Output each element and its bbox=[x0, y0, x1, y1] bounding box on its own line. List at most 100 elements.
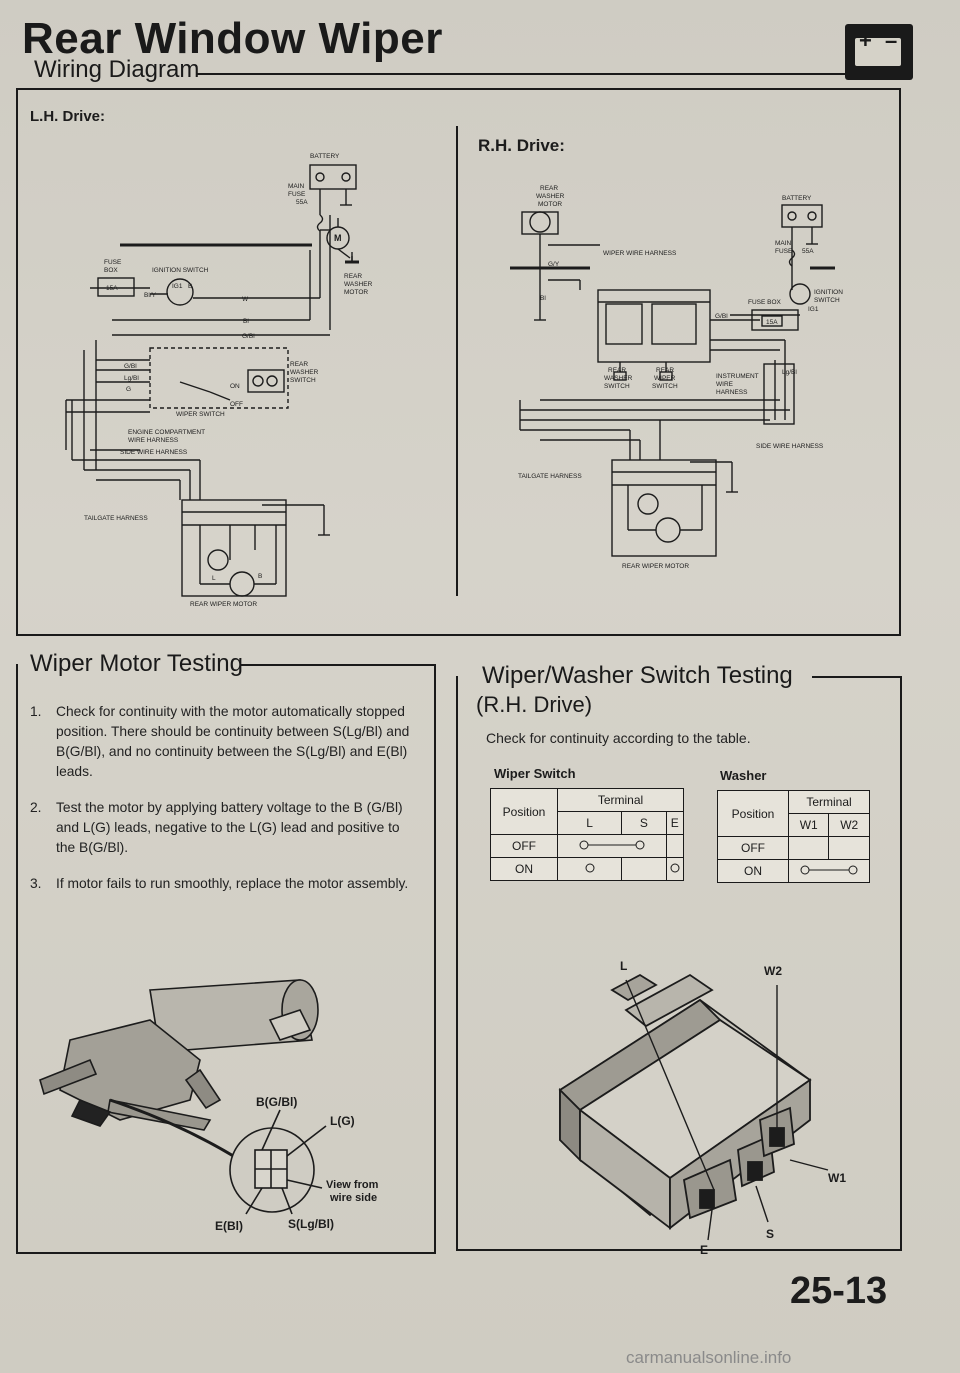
rh-rear-wiper-motor-label: REAR WIPER MOTOR bbox=[622, 563, 689, 570]
rh-instrument-harness-label2: WIRE bbox=[716, 381, 734, 388]
switch-callout-w1: W1 bbox=[828, 1171, 846, 1185]
rh-instrument-harness-label: INSTRUMENT bbox=[716, 373, 759, 380]
continuity-l-s bbox=[557, 834, 667, 858]
continuity-w1-w2 bbox=[788, 859, 870, 883]
rh-rear-wiper-switch-label3: SWITCH bbox=[652, 383, 678, 390]
rh-instrument-harness-label3: HARNESS bbox=[716, 389, 748, 396]
switch-testing-box bbox=[456, 676, 902, 1251]
lh-tailgate-harness-label: TAILGATE HARNESS bbox=[84, 515, 148, 522]
connector-view-label2: wire side bbox=[329, 1192, 377, 1204]
lh-fuse-rating: 15A bbox=[106, 285, 118, 292]
rh-washer-motor-symbol bbox=[529, 211, 551, 233]
washer-heading: Washer bbox=[720, 768, 767, 783]
lh-rear-washer-switch-label3: SWITCH bbox=[290, 377, 316, 384]
wiring-diagram-frame bbox=[16, 88, 901, 636]
lh-b: B bbox=[188, 283, 192, 290]
table-row: OFF bbox=[717, 836, 870, 860]
rh-drive-label: R.H. Drive: bbox=[478, 136, 565, 155]
lh-on: ON bbox=[230, 383, 240, 390]
rh-rear-wiper-switch-label2: WIPER bbox=[654, 375, 676, 382]
switch-testing-intro: Check for continuity according to the ta… bbox=[486, 730, 751, 746]
terminal-circle bbox=[585, 863, 595, 872]
step-3: 3.If motor fails to run smoothly, replac… bbox=[30, 876, 409, 891]
lh-side-harness-label: SIDE WIRE HARNESS bbox=[120, 449, 188, 456]
lh-engine-harness-label: ENGINE COMPARTMENT bbox=[128, 429, 205, 436]
switch-illustration bbox=[558, 973, 829, 1241]
rh-main-fuse-label: MAIN bbox=[775, 240, 792, 247]
lh-fuse-box-label2: BOX bbox=[104, 267, 118, 274]
rh-g-y: G/Y bbox=[548, 261, 560, 268]
connector-label-s: S(Lg/Bl) bbox=[288, 1217, 334, 1231]
connector-label-b: B(G/Bl) bbox=[256, 1095, 297, 1109]
lh-main-fuse-label2: FUSE bbox=[288, 191, 306, 198]
rh-ignition-switch-label: IGNITION bbox=[814, 289, 843, 296]
continuity-mark bbox=[579, 840, 645, 849]
rh-washer-motor-label3: MOTOR bbox=[538, 201, 562, 208]
lh-bl: Bl bbox=[243, 318, 249, 325]
rh-main-fuse-rating: 55A bbox=[802, 248, 814, 255]
page-number: 25-13 bbox=[790, 1270, 888, 1312]
lh-rear-wiper-motor-label: REAR WIPER MOTOR bbox=[190, 601, 257, 608]
lh-rear-washer-switch-label2: WASHER bbox=[290, 369, 319, 376]
washer-terminal-header: Terminal bbox=[788, 790, 870, 814]
switch-callout-s: S bbox=[766, 1227, 774, 1241]
switch-testing-title: Wiper/Washer Switch Testing bbox=[482, 662, 793, 689]
lh-fuse-box-label: FUSE bbox=[104, 259, 122, 266]
wiper-col-l: L bbox=[556, 811, 623, 835]
lh-b2: B bbox=[258, 573, 262, 580]
rh-fuse-rating: 15A bbox=[766, 319, 778, 326]
rh-wiper-harness-label: WIPER WIRE HARNESS bbox=[603, 250, 677, 257]
rh-rear-wiper-switch-label: REAR bbox=[656, 367, 674, 374]
lh-ig1: IG1 bbox=[172, 283, 183, 290]
lh-battery-symbol bbox=[309, 164, 357, 190]
rh-side-harness-label: SIDE WIRE HARNESS bbox=[756, 443, 824, 450]
lh-rear-washer-switch-label: REAR bbox=[290, 361, 308, 368]
wiper-motor-testing-box bbox=[16, 664, 436, 1254]
washer-col-w2: W2 bbox=[828, 813, 870, 837]
wmt-title-rule bbox=[240, 664, 436, 666]
switch-testing-subtitle: (R.H. Drive) bbox=[476, 692, 593, 717]
terminal-e-mark bbox=[665, 857, 685, 881]
rh-bl: Bl bbox=[540, 295, 546, 302]
wiper-col-s: S bbox=[621, 811, 667, 835]
battery-icon: + – bbox=[845, 24, 913, 80]
lh-battery-label: BATTERY bbox=[310, 153, 340, 160]
wst-title-rule bbox=[812, 676, 902, 678]
rh-battery-label: BATTERY bbox=[782, 195, 812, 202]
lh-w: W bbox=[242, 296, 249, 303]
title-rule bbox=[196, 73, 846, 75]
wiper-position-header: Position bbox=[490, 788, 558, 835]
motor-connector-view bbox=[229, 1109, 327, 1215]
rh-ignition-switch-label2: SWITCH bbox=[814, 297, 840, 304]
continuity-mark bbox=[800, 865, 858, 874]
washer-switch-table: Position Terminal W1 W2 OFF ON bbox=[717, 790, 870, 883]
lh-motor-m: M bbox=[334, 233, 342, 243]
rh-rear-washer-switch-label: REAR bbox=[608, 367, 626, 374]
battery-minus: – bbox=[885, 28, 898, 53]
lh-engine-harness-label2: WIRE HARNESS bbox=[128, 437, 179, 444]
rh-lg-bl: Lg/Bl bbox=[782, 369, 797, 376]
lh-rear-washer-motor-label2: WASHER bbox=[344, 281, 373, 288]
watermark: carmanualsonline.info bbox=[626, 1348, 792, 1367]
rh-tailgate-harness-label: TAILGATE HARNESS bbox=[518, 473, 582, 480]
wiper-motor-testing-title: Wiper Motor Testing bbox=[30, 650, 243, 677]
lh-off: OFF bbox=[230, 401, 243, 408]
section-subtitle-wiring: Wiring Diagram bbox=[34, 56, 200, 83]
connector-label-e: E(Bl) bbox=[215, 1219, 243, 1233]
lh-l: L bbox=[212, 575, 216, 582]
lh-wiper-switch-label: WIPER SWITCH bbox=[176, 411, 225, 418]
switch-callout-w2: W2 bbox=[764, 964, 782, 978]
rh-fuse-box-label: FUSE BOX bbox=[748, 299, 782, 306]
wiper-switch-table: Position Terminal L S E OFF ON bbox=[490, 788, 685, 881]
wiper-motor-steps: 1.Check for continuity with the motor au… bbox=[30, 702, 420, 910]
lh-rear-washer-motor-label3: MOTOR bbox=[344, 289, 368, 296]
lh-rear-washer-motor-label: REAR bbox=[344, 273, 362, 280]
wiper-switch-heading: Wiper Switch bbox=[494, 766, 576, 781]
wiper-terminal-header: Terminal bbox=[557, 788, 684, 812]
lh-g-bl: G/Bl bbox=[242, 333, 255, 340]
step-1: 1.Check for continuity with the motor au… bbox=[30, 704, 410, 779]
lh-wiper-motor-symbol bbox=[229, 571, 255, 597]
terminal-l-mark bbox=[556, 857, 623, 881]
wiper-col-e: E bbox=[665, 811, 685, 835]
